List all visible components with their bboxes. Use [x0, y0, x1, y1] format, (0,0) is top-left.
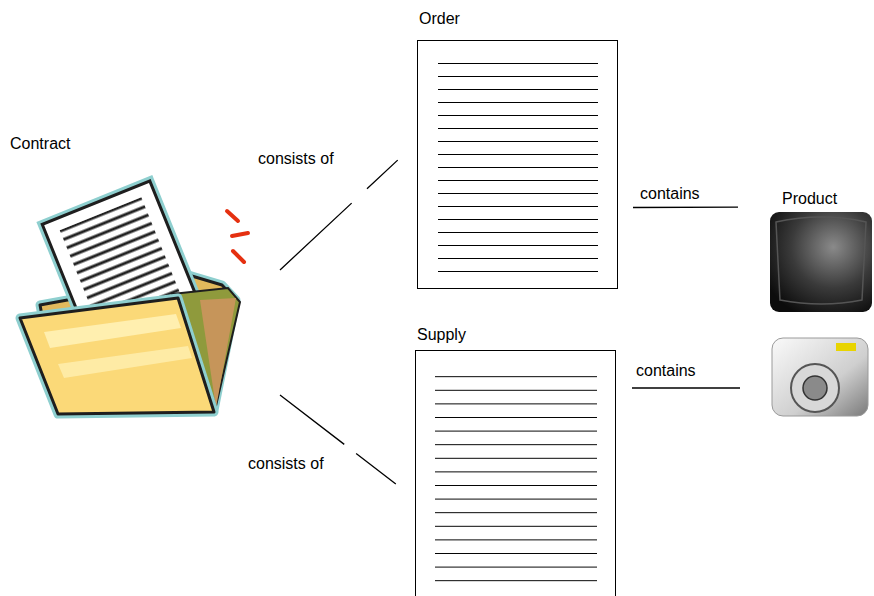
document-lines: [438, 58, 598, 276]
folder-front: [20, 298, 214, 414]
tv-body: [770, 212, 872, 312]
connector-line: [632, 387, 740, 388]
alert-mark: [233, 251, 244, 262]
alert-mark: [232, 233, 248, 236]
document-box: Order: [417, 40, 618, 289]
connector-line: [280, 395, 415, 499]
folder-stripe: [58, 346, 192, 378]
camera-lens: [791, 364, 839, 412]
camera-flash: [836, 343, 856, 351]
node-heading: Order: [419, 10, 460, 28]
document-lines: [435, 368, 597, 584]
alert-mark: [227, 211, 238, 221]
folder-illustration: [20, 181, 248, 414]
edge-label: contains: [640, 185, 700, 203]
folder-node: Contract: [20, 160, 280, 420]
edge-label: consists of: [258, 150, 334, 168]
folder-stripe: [44, 314, 181, 348]
tv-screen: [776, 217, 866, 304]
node-heading: Contract: [10, 135, 70, 153]
tv-illustration: [770, 212, 872, 312]
camera-body: [772, 338, 868, 416]
product-node: Product: [768, 190, 874, 315]
document-box: Supply: [415, 350, 616, 596]
camera-lens-inner: [803, 376, 827, 400]
node-heading: Product: [782, 190, 837, 208]
folder-front-halo: [20, 298, 214, 414]
camera-illustration: [772, 338, 868, 416]
node-heading: Supply: [417, 326, 466, 344]
connector-line: [618, 206, 768, 208]
edge-label: consists of: [248, 455, 324, 473]
relation-label: contains: [636, 362, 696, 380]
